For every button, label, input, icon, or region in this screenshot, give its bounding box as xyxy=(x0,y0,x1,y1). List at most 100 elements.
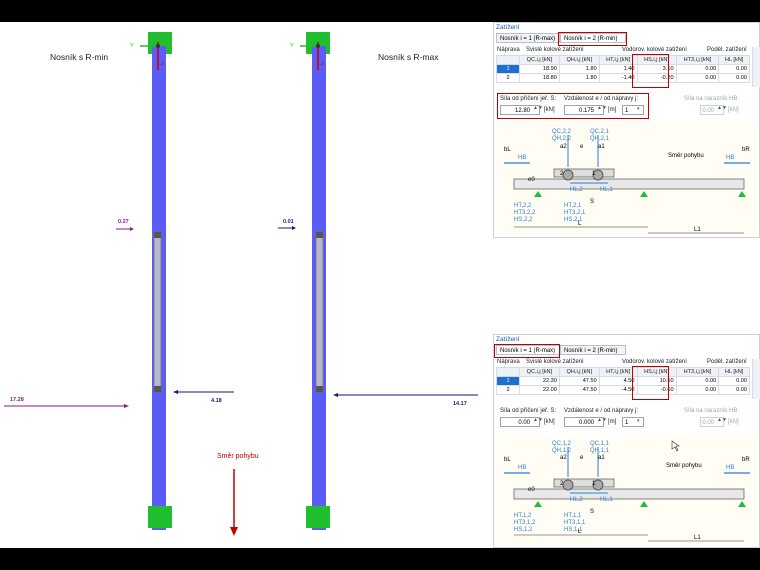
label-hb-right: HB xyxy=(726,465,734,471)
cell-ht3[interactable]: 0.00 xyxy=(675,73,720,83)
beam-canvas xyxy=(4,32,478,536)
tab-beam-2-rmin[interactable]: Nosník i = 2 (R-min) xyxy=(560,345,626,355)
buffer-input[interactable]: 0.00▲▼ xyxy=(700,105,727,115)
label-a1: a1 xyxy=(598,144,605,150)
axle-select[interactable]: 1▾ xyxy=(622,105,644,115)
spin-icon[interactable]: ▲▼ xyxy=(533,417,543,423)
buffer-unit: [kN] xyxy=(728,107,739,113)
label-wheel-2: 2 xyxy=(560,171,564,177)
cell-hl[interactable]: 0.00 xyxy=(718,64,750,74)
support-middle xyxy=(640,191,648,197)
cell-ht3[interactable]: 0.00 xyxy=(675,385,720,395)
group-horizontal-header: Vodorov. kolové zatížení xyxy=(622,47,687,53)
table-row[interactable]: 1 18.90 1.80 1.40 3.10 0.00 0.00 xyxy=(496,64,750,74)
label-direction: Směr pohybu xyxy=(668,153,704,159)
label-hl2: HL,2 xyxy=(570,187,583,193)
cell-axle[interactable]: 2 xyxy=(496,385,520,395)
table-row[interactable]: 2 22.00 47.50 -4.50 -0.60 0.00 0.00 xyxy=(496,385,750,395)
support-right xyxy=(738,501,746,507)
cell-qh[interactable]: 47.50 xyxy=(558,376,600,386)
cell-hs[interactable]: -0.20 xyxy=(636,73,677,83)
label-qc2: QC,2,2 xyxy=(552,129,572,135)
left-member-strip xyxy=(153,231,162,393)
spin-icon[interactable]: ▲▼ xyxy=(597,417,607,423)
label-ht21: HT,1,1 xyxy=(564,513,582,519)
force-label: Síla od příčení jeř. S: xyxy=(500,408,557,414)
cell-qc[interactable]: 18.90 xyxy=(519,64,560,74)
right-axis-z-label: z xyxy=(321,61,324,67)
force-value: 12.80 xyxy=(514,108,530,114)
axle-select-value: 1 xyxy=(625,108,629,114)
label-e: e xyxy=(580,144,584,150)
label-wheel-2: 2 xyxy=(560,481,564,487)
left-axis-z-label: z xyxy=(161,61,164,67)
right-axis-origin xyxy=(316,44,320,48)
cell-hl[interactable]: 0.00 xyxy=(718,385,750,395)
table-scrollbar[interactable] xyxy=(752,359,760,399)
label-ht21: HT,2,1 xyxy=(564,203,582,209)
cell-hl[interactable]: 0.00 xyxy=(718,376,750,386)
tab-beam-1-rmax[interactable]: Nosník i = 1 (R-max) xyxy=(496,33,560,43)
col-hl: HL [kN] xyxy=(718,367,750,377)
distance-input[interactable]: 0.175▲▼ xyxy=(564,105,607,115)
label-qc1: QC,2,1 xyxy=(590,129,610,135)
force-input[interactable]: 12.80▲▼ xyxy=(500,105,543,115)
crane-trolley xyxy=(553,168,615,178)
buffer-input[interactable]: 0.00▲▼ xyxy=(700,417,727,427)
cell-axle[interactable]: 1 xyxy=(496,64,520,74)
cell-ht3[interactable]: 0.00 xyxy=(675,64,720,74)
col-qc: QC,i,j [kN] xyxy=(519,367,560,377)
label-hs22: HS,1,2 xyxy=(514,527,533,533)
cell-qc[interactable]: 22.30 xyxy=(519,376,560,386)
spin-icon[interactable]: ▲▼ xyxy=(717,417,727,423)
table-row[interactable]: 2 18.80 1.80 -1.40 -0.20 0.00 0.00 xyxy=(496,73,750,83)
cell-hs[interactable]: -0.60 xyxy=(636,385,677,395)
cell-qh[interactable]: 1.80 xyxy=(558,73,600,83)
bottom-letterbox xyxy=(0,548,760,570)
group-horizontal-header: Vodorov. kolové zatížení xyxy=(622,359,687,365)
col-qh: QH,i,j [kN] xyxy=(558,55,600,65)
cell-axle[interactable]: 1 xyxy=(496,376,520,386)
label-ht22: HT,2,2 xyxy=(514,203,532,209)
spin-icon[interactable]: ▲▼ xyxy=(717,105,727,111)
col-axle xyxy=(496,367,520,377)
buffer-label: Síla na nárazník HB: xyxy=(684,408,740,414)
load-table: QC,i,j [kN] QH,i,j [kN] HT,i,j [kN] HS,i… xyxy=(496,367,750,395)
load-panel-top: Zatížení Nosník i = 1 (R-max) Nosník i =… xyxy=(493,22,760,238)
tab-beam-2-rmin[interactable]: Nosník i = 2 (R-min) xyxy=(560,33,626,43)
label-ht32: HT3,1,2 xyxy=(514,520,536,526)
cell-qc[interactable]: 18.80 xyxy=(519,73,560,83)
cell-qh[interactable]: 1.80 xyxy=(558,64,600,74)
buffer-value: 0.00 xyxy=(702,108,714,114)
load-table: QC,i,j [kN] QH,i,j [kN] HT,i,j [kN] HS,i… xyxy=(496,55,750,83)
label-hl2: HL,2 xyxy=(570,497,583,503)
table-row[interactable]: 1 22.30 47.50 4.50 10.50 0.00 0.00 xyxy=(496,376,750,386)
cell-axle[interactable]: 2 xyxy=(496,73,520,83)
cell-hl[interactable]: 0.00 xyxy=(718,73,750,83)
table-scrollbar[interactable] xyxy=(752,47,760,87)
label-wheel-1: 1 xyxy=(592,481,596,487)
label-hl1: HL,1 xyxy=(600,187,613,193)
distance-input[interactable]: 0.000▲▼ xyxy=(564,417,607,427)
spin-icon[interactable]: ▲▼ xyxy=(597,105,607,111)
group-long-header: Podél. zatížení xyxy=(707,47,747,53)
axle-select[interactable]: 1▾ xyxy=(622,417,644,427)
force-unit: [kN] xyxy=(544,419,555,425)
left-load-top-head xyxy=(130,227,134,231)
right-beam xyxy=(278,32,478,530)
distance-value: 0.175 xyxy=(578,108,594,114)
force-input[interactable]: 0.00▲▼ xyxy=(500,417,543,427)
label-a2: a2 xyxy=(560,144,567,150)
cell-ht3[interactable]: 0.00 xyxy=(675,376,720,386)
left-axis-origin xyxy=(156,44,160,48)
distance-unit: [m] xyxy=(608,107,617,113)
col-qc: QC,i,j [kN] xyxy=(519,55,560,65)
cell-qh[interactable]: 47.50 xyxy=(558,385,600,395)
axle-select-value: 1 xyxy=(625,420,629,426)
support-right xyxy=(738,191,746,197)
spin-icon[interactable]: ▲▼ xyxy=(533,105,543,111)
cell-qc[interactable]: 22.00 xyxy=(519,385,560,395)
force-label: Síla od příčení jeř. S: xyxy=(500,96,557,102)
direction-arrow-head xyxy=(230,527,238,536)
label-qh1: QH,1,1 xyxy=(590,448,610,454)
